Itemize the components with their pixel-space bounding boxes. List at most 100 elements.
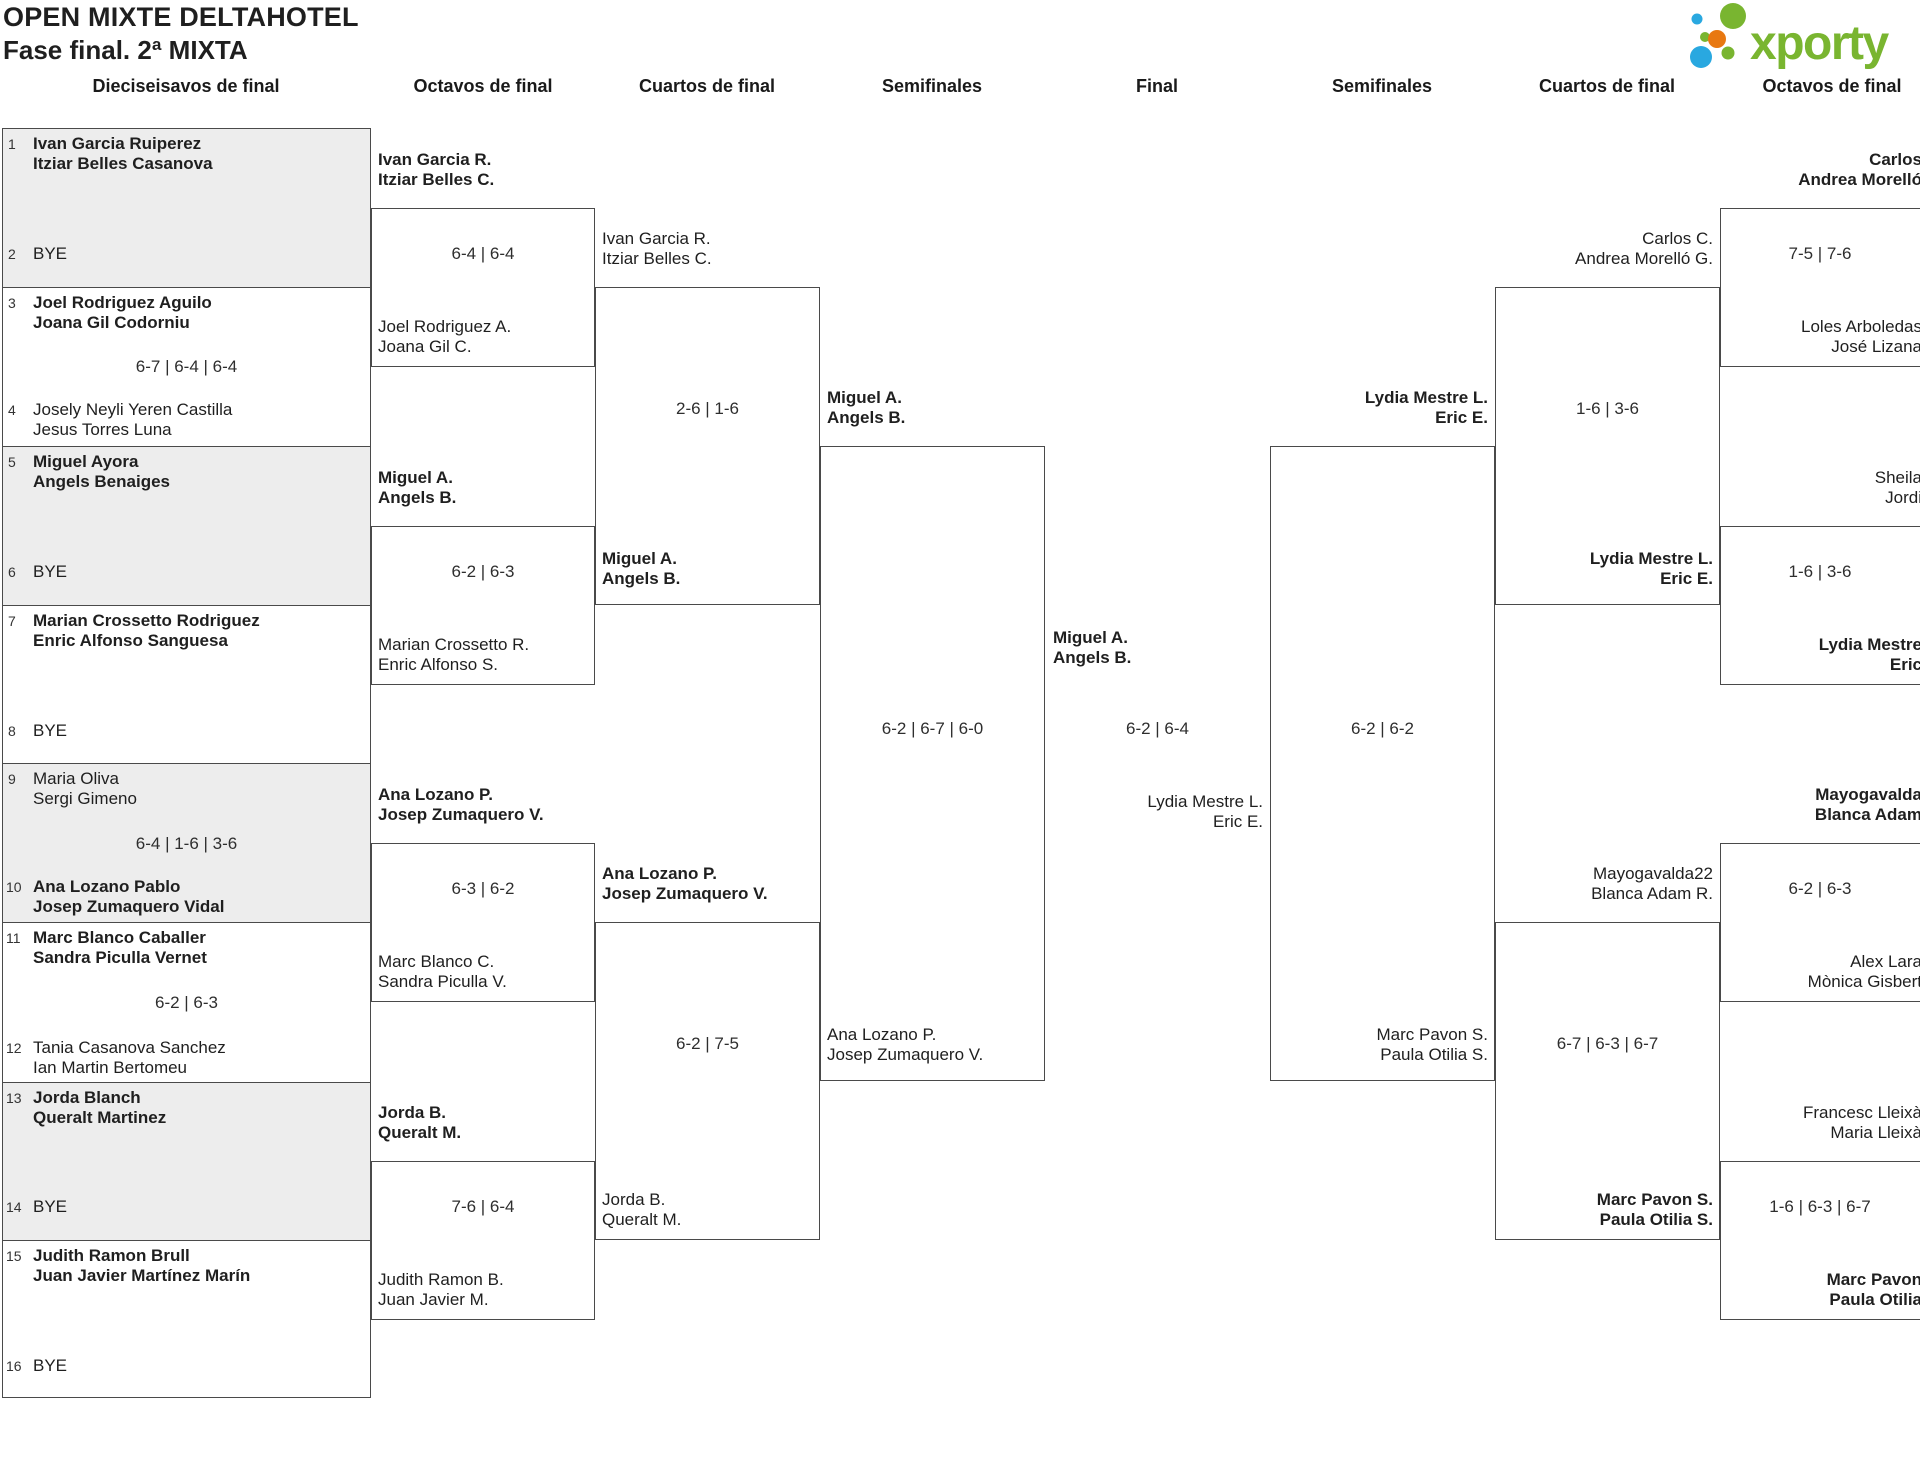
logo-dot [1721,46,1735,60]
bracket-box-semifinal-right [1270,446,1495,1081]
bye-label: BYE [33,244,68,263]
logo-dot [1708,30,1726,48]
logo-dot [1690,46,1712,68]
bracket-box-pair-8 [2,1240,371,1398]
team-label: Ana Lozano P.Josep Zumaquero V. [602,864,768,903]
match-score: 6-3 | 6-2 [451,879,515,898]
seed-number: 6 [8,564,16,580]
bracket-box-octavos-left-4 [371,1161,595,1320]
page-subtitle: Fase final. 2ª MIXTA [3,35,248,65]
logo-dot [1720,3,1746,29]
team-label: Jorda B.Queralt M. [378,1103,462,1142]
team-label-final-winner: Miguel A.Angels B. [1053,628,1132,667]
round-header-dieciseisavos: Dieciseisavos de final [92,76,280,96]
match-score: 1-6 | 3-6 [1575,399,1639,418]
match-score: 6-2 | 6-7 | 6-0 [881,719,984,738]
team-label: Marc Pavon S.Paula Otilia S. [1376,1025,1489,1064]
seed-number: 1 [8,136,16,152]
match-score: 6-7 | 6-4 | 6-4 [135,357,238,376]
round-header-semifinal-right: Semifinales [1331,76,1433,96]
team-label: Joel Rodriguez A.Joana Gil C. [378,317,512,356]
bracket-box-octavos-right-4 [1720,1161,1920,1320]
round-header-cuartos-left: Cuartos de final [638,76,776,96]
seed-number: 14 [6,1199,22,1215]
team-label: Ivan Garcia R.Itziar Belles C. [602,229,712,268]
match-score: 6-7 | 6-3 | 6-7 [1556,1034,1659,1053]
match-score: 6-2 | 6-2 [1350,719,1414,738]
bracket-box-cuartos-left-2 [595,922,820,1240]
team-label-final-runner-up: Lydia Mestre L.Eric E. [1147,792,1263,831]
page-title: OPEN MIXTE DELTAHOTEL [3,2,359,32]
bracket-box-pair-6 [2,922,371,1083]
match-score: 2-6 | 1-6 [675,399,739,418]
bracket-box-semifinal-left [820,446,1045,1081]
seed-number: 15 [6,1248,22,1264]
bracket-box-octavos-right-2 [1720,526,1920,685]
bracket-box-cuartos-right-1 [1495,287,1720,605]
team-label: Miguel A.Angels B. [827,388,906,427]
bracket-box-octavos-right-1 [1720,208,1920,367]
round-header-octavos-right: Octavos de final [1762,76,1902,96]
bracket-box-pair-2 [2,287,371,447]
seed-number: 11 [6,930,21,946]
team-label: Miguel A.Angels B. [378,468,457,507]
match-score: 7-5 | 7-6 [1788,244,1852,263]
match-score: 6-4 | 1-6 | 3-6 [135,834,238,853]
match-score: 6-2 | 6-3 [154,993,218,1012]
bracket-box-octavos-right-3 [1720,843,1920,1002]
bye-label: BYE [33,562,68,581]
seed-number: 5 [8,454,16,470]
seed-number: 16 [6,1358,22,1374]
bracket-box-octavos-left-1 [371,208,595,367]
team-label: Miguel A.Angels B. [602,549,681,588]
logo-dot [1700,32,1710,42]
round-header-final: Final [1135,76,1178,96]
team-label: Lydia Mestre L.Eric E. [1364,388,1488,427]
round-header-octavos-left: Octavos de final [413,76,553,96]
seed-number: 7 [8,613,16,629]
logo-dot [1691,13,1703,25]
team-label: Ivan Garcia R.Itziar Belles C. [378,150,495,189]
logo-wordmark: xporty [1750,17,1890,70]
seed-number: 8 [8,723,16,739]
bracket-box-cuartos-left-1 [595,287,820,605]
bracket-box-octavos-left-3 [371,843,595,1002]
match-score: 7-6 | 6-4 [451,1197,515,1216]
bracket-box-pair-7 [2,1082,371,1241]
match-score: 6-2 | 7-5 [675,1034,739,1053]
team-label: Jorda B.Queralt M. [602,1190,682,1229]
match-score: 1-6 | 6-3 | 6-7 [1769,1197,1871,1216]
team-label: Ana Lozano P.Josep Zumaquero V. [827,1025,984,1064]
match-score: 6-2 | 6-3 [1788,879,1852,898]
bye-label: BYE [33,1197,68,1216]
seed-number: 3 [8,295,16,311]
bracket-box-pair-4 [2,605,371,764]
bye-label: BYE [33,1356,68,1375]
match-score-final: 6-2 | 6-4 [1125,719,1189,738]
seed-number: 2 [8,246,16,262]
team-label: Marc Blanco C.Sandra Piculla V. [378,952,507,991]
team-label: Marian Crossetto R.Enric Alfonso S. [378,635,530,674]
seed-number: 12 [6,1040,22,1056]
seed-number: 13 [6,1090,22,1106]
team-label: Marc Pavon S.Paula Otilia S. [1596,1190,1713,1229]
xporty-logo[interactable]: xporty [1682,2,1916,72]
match-score: 6-2 | 6-3 [451,562,515,581]
team-label: Carlos C.Andrea Morelló G. [1575,229,1713,268]
